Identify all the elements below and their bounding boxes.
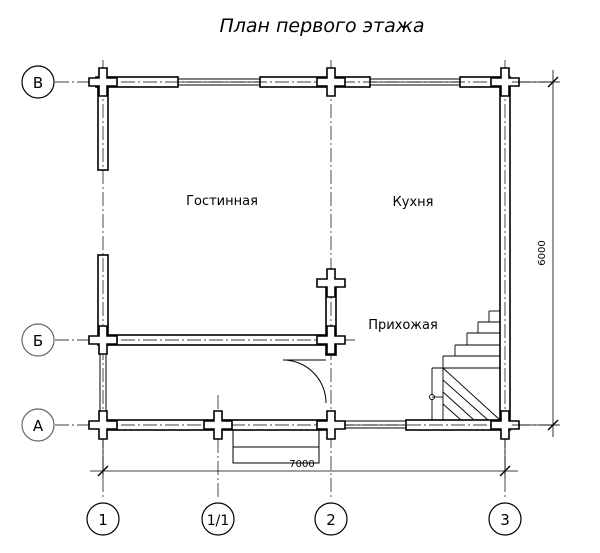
axis-label-row-b: Б bbox=[33, 332, 43, 350]
axis-label-row-a: А bbox=[33, 417, 44, 435]
drawing-title: План первого этажа bbox=[219, 15, 424, 37]
width-dimension bbox=[90, 440, 518, 478]
staircase bbox=[429, 310, 501, 421]
room-label-hall: Прихожая bbox=[368, 318, 438, 333]
axis-label-col-1: 1 bbox=[98, 511, 108, 529]
walls bbox=[95, 76, 511, 431]
axis-label-col-1-1: 1/1 bbox=[207, 513, 230, 529]
room-label-kitchen: Кухня bbox=[393, 195, 434, 210]
axis-label-col-2: 2 bbox=[326, 511, 336, 529]
axis-lines bbox=[55, 60, 560, 500]
axis-bubbles-rows bbox=[21, 65, 55, 442]
width-dimension-value: 7000 bbox=[289, 459, 314, 470]
axis-bubbles-columns bbox=[86, 502, 522, 536]
door-swing bbox=[282, 359, 327, 404]
height-dimension bbox=[512, 70, 560, 437]
room-label-living: Гостинная bbox=[186, 194, 258, 209]
axis-label-col-3: 3 bbox=[500, 511, 510, 529]
axis-label-row-v: В bbox=[33, 74, 43, 92]
height-dimension-value: 6000 bbox=[537, 240, 548, 265]
column-joints bbox=[88, 67, 520, 440]
entrance-steps bbox=[232, 429, 320, 464]
